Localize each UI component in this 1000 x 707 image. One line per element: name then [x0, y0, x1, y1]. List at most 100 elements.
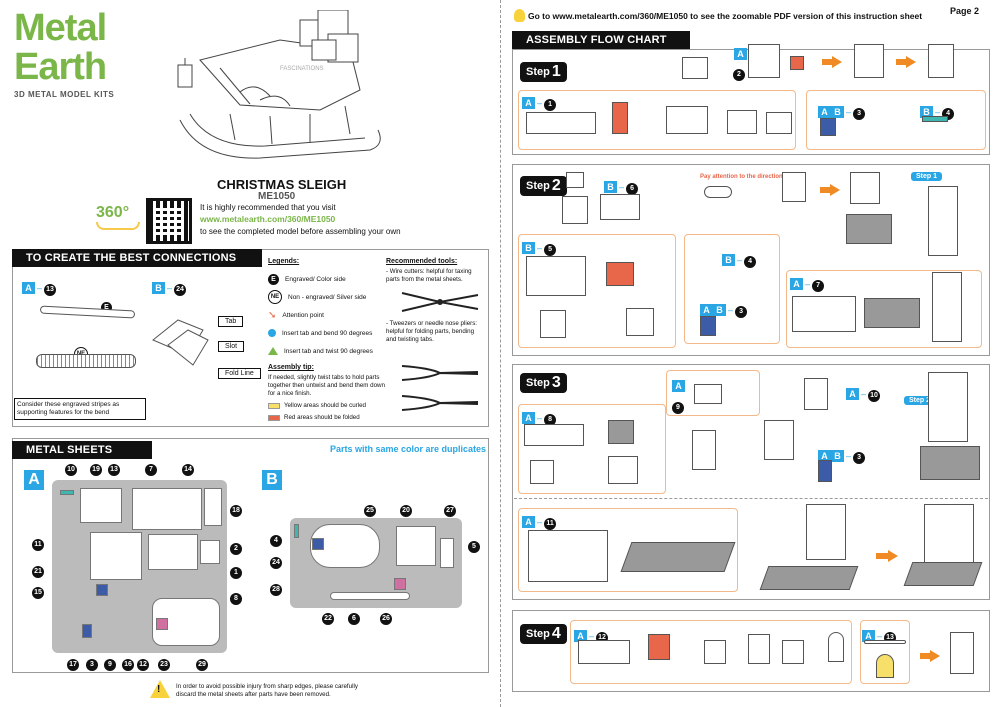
s1-navy-part — [820, 118, 836, 136]
sheet-part — [132, 488, 202, 530]
brand-logo: Metal Earth 3D METAL MODEL KITS — [14, 8, 134, 99]
s4-red — [648, 634, 670, 660]
s3-a9-num: 9 — [672, 396, 684, 414]
part-number: 9 — [104, 659, 116, 671]
part-number: 29 — [196, 659, 208, 671]
part-number: 21 — [32, 566, 44, 578]
sheet-part — [152, 598, 220, 646]
part-number: 19 — [90, 464, 102, 476]
s4-a13-arch — [876, 654, 894, 678]
s3-bottom-final-base — [903, 562, 983, 586]
sheet-part-teal — [294, 524, 299, 538]
s4-box — [704, 640, 726, 664]
slot-label: Slot — [218, 341, 245, 352]
warning-text: In order to avoid possible injury from s… — [176, 683, 358, 698]
part-number: 25 — [364, 505, 376, 517]
s2-a7-label: A–7 — [790, 274, 825, 292]
brand-line2: Earth — [14, 46, 107, 88]
yellow-note: Yellow areas should be curled — [268, 402, 366, 409]
part-number: 8 — [230, 593, 242, 605]
s1-top-red — [790, 56, 804, 70]
step2-panel — [512, 164, 990, 356]
s3-a10-label: A–10 — [846, 384, 881, 402]
badge-360: 360° — [96, 204, 130, 221]
conn-left-label: A–13 — [22, 278, 57, 296]
step2-ab3-box — [684, 234, 780, 344]
s1-assembled — [854, 44, 884, 78]
metal-sheets-panel — [12, 438, 489, 673]
s3-a9-part — [694, 384, 722, 404]
product-text2: to see the completed model before assemb… — [200, 227, 401, 236]
rod-striped — [36, 354, 136, 368]
s2-a7-wall — [864, 298, 920, 328]
part-number: 24 — [174, 284, 187, 296]
s2-b5-flat — [526, 256, 586, 296]
sleigh-illustration: FASCINATIONS — [177, 10, 381, 159]
s3-final-sleigh — [928, 372, 968, 442]
s3-bottom-final — [924, 504, 974, 564]
metal-sheet-a — [52, 480, 227, 653]
s2-sleigh-top — [782, 172, 806, 202]
lightbulb-icon — [514, 9, 525, 22]
part-number: 20 — [400, 505, 412, 517]
part-number: 7 — [145, 464, 157, 476]
green-triangle-icon — [268, 347, 278, 355]
sheet-a-badge: A — [22, 282, 35, 294]
product-name: CHRISTMAS SLEIGH — [217, 177, 347, 192]
sheet-part-pink — [394, 578, 406, 590]
warning-icon: ! — [150, 680, 170, 698]
product-url[interactable]: www.metalearth.com/360/ME1050 — [200, 214, 336, 224]
tweezers-icon — [401, 395, 479, 411]
part-number: 2 — [230, 543, 242, 555]
step4-a13-box — [860, 620, 910, 684]
s1-b4-label: B–4 — [920, 102, 955, 120]
step4-a12-box — [570, 620, 852, 684]
step1-ab3-box — [806, 90, 986, 150]
part-number: 15 — [32, 587, 44, 599]
badge-360-icon: 360° — [96, 204, 140, 232]
s3-a8-label: A–8 — [522, 408, 557, 426]
s2-box-small — [566, 172, 584, 188]
e-marker: E — [101, 296, 112, 314]
s3-final-base — [920, 446, 980, 480]
s2-flat-part — [600, 194, 640, 220]
s1-a1-label: A–1 — [522, 93, 557, 111]
s2-b4-label: B–4 — [722, 250, 757, 268]
sheet-part — [396, 526, 436, 566]
part-number: 12 — [137, 659, 149, 671]
orange-arrow-head — [906, 56, 916, 68]
s1-top-part — [748, 44, 780, 78]
attention-arrow-icon: ➘ — [268, 309, 277, 321]
s4-flat — [578, 640, 630, 664]
sheet-part — [90, 532, 142, 580]
part-number: 14 — [182, 464, 194, 476]
brand-line1: Metal — [14, 7, 107, 49]
tab-label: Tab — [218, 316, 244, 327]
tip-text: If needed, slightly twist tabs to hold p… — [268, 374, 385, 397]
duplicates-note: Parts with same color are duplicates — [330, 444, 487, 454]
s3-bottom-sleigh — [806, 504, 846, 560]
tool2-text: - Tweezers or needle nose pliers: helpfu… — [386, 320, 478, 343]
legend-text: Non - engraved/ Silver side — [288, 293, 367, 301]
step1-a1-box — [518, 90, 796, 150]
sheet-part-navy — [82, 624, 92, 638]
s4-a13-rod — [864, 640, 906, 644]
s1-top-num: 2 — [733, 63, 745, 81]
s1-flat-part — [526, 112, 596, 134]
s3-a11-label: A–11 — [522, 512, 557, 530]
s3-a8-box — [530, 460, 554, 484]
sheet-part — [330, 592, 410, 600]
s2-sub-step1: Step 1 — [911, 172, 943, 181]
part-number: 22 — [322, 613, 334, 625]
legend-e-icon: E — [268, 273, 279, 285]
s3-a8-gray — [608, 420, 634, 444]
s2-side-wall — [846, 214, 892, 244]
orange-arrow-head — [888, 550, 898, 562]
part-number: 24 — [270, 557, 282, 569]
sheet-part-navy — [96, 584, 108, 596]
s4-a12-label: A–12 — [574, 626, 609, 644]
